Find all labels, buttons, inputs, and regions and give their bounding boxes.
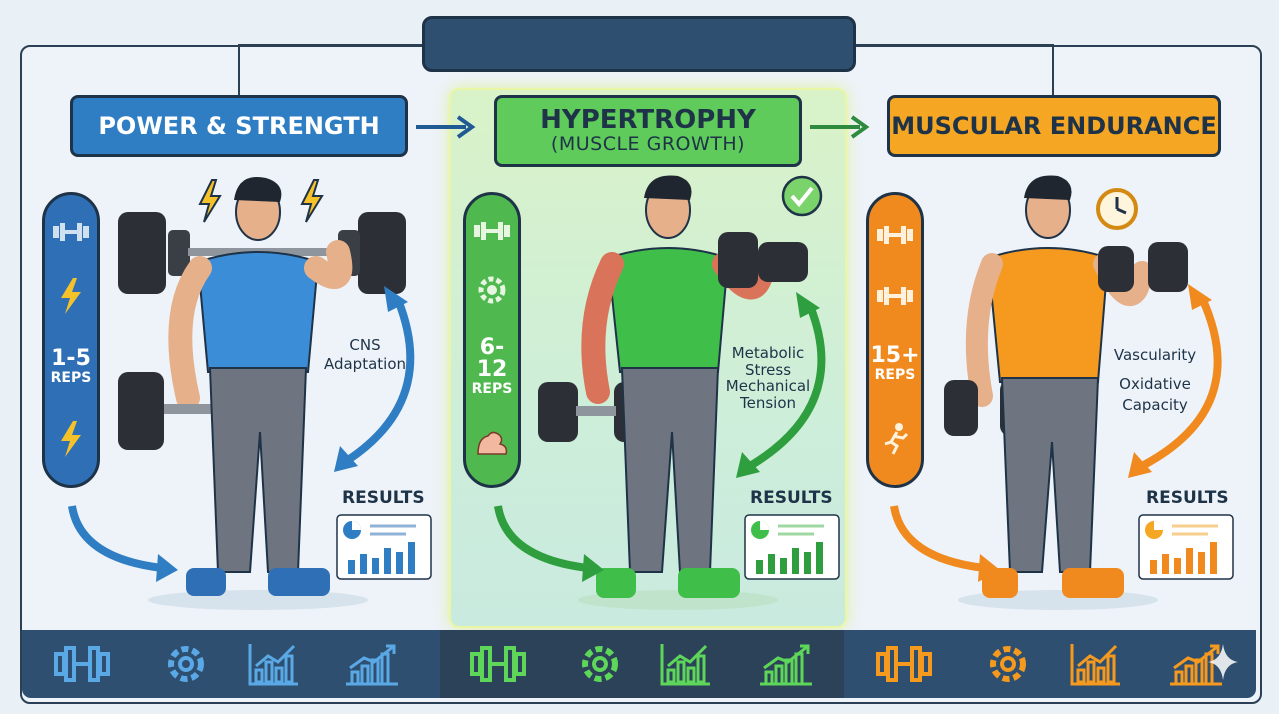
annotation-hypertrophy-line1: Metabolic bbox=[731, 344, 805, 362]
bar-chart-icon bbox=[1070, 644, 1120, 686]
clock-icon bbox=[1096, 188, 1138, 230]
annotation-endurance: Vascularity Oxidative Capacity bbox=[1100, 345, 1210, 416]
header-muscular-endurance: MUSCULAR ENDURANCE bbox=[887, 95, 1221, 157]
running-person-icon bbox=[884, 422, 909, 455]
gear-icon bbox=[582, 646, 618, 682]
header-hypertrophy: HYPERTROPHY (MUSCLE GROWTH) bbox=[494, 95, 802, 167]
results-chart-icon bbox=[744, 514, 840, 580]
header-power-strength: POWER & STRENGTH bbox=[70, 95, 408, 157]
gear-icon bbox=[478, 276, 506, 304]
bar-chart-icon bbox=[248, 644, 298, 686]
bar-chart-icon bbox=[660, 644, 710, 686]
lightning-icon bbox=[61, 277, 81, 314]
annotation-power-line1: CNS bbox=[349, 336, 381, 354]
reps-label-hypertrophy: REPS bbox=[471, 381, 513, 398]
trend-chart-icon bbox=[346, 644, 398, 686]
dumbbell-icon bbox=[876, 646, 932, 682]
results-label-power: RESULTS bbox=[342, 488, 425, 508]
header-power-title: POWER & STRENGTH bbox=[98, 112, 380, 140]
annotation-endurance-line3: Capacity bbox=[1122, 396, 1188, 414]
dumbbell-icon bbox=[470, 646, 526, 682]
results-chart-icon bbox=[336, 514, 432, 580]
annotation-hypertrophy-line3: Mechanical bbox=[725, 377, 811, 395]
arrow-right-icon bbox=[416, 115, 476, 139]
reps-range-power: 1-5 bbox=[51, 346, 91, 372]
curved-arrow-endurance-cycle bbox=[1128, 284, 1222, 478]
reps-range-endurance: 15+ bbox=[870, 343, 920, 369]
annotation-endurance-line2: Oxidative bbox=[1119, 375, 1191, 393]
checkmark-icon bbox=[781, 175, 823, 217]
reps-range-hypertrophy: 6-12 bbox=[476, 335, 508, 383]
top-title-banner bbox=[422, 16, 856, 72]
trend-chart-icon bbox=[760, 644, 812, 686]
results-label-hypertrophy: RESULTS bbox=[750, 488, 833, 508]
trend-chart-icon bbox=[1170, 644, 1222, 686]
gear-icon bbox=[168, 646, 204, 682]
curved-arrow-endurance-bottom bbox=[890, 505, 1000, 582]
arrow-right-icon bbox=[810, 115, 870, 139]
annotation-endurance-line1: Vascularity bbox=[1113, 346, 1197, 364]
annotation-power-line2: Adaptation bbox=[323, 354, 407, 373]
figure-power-lifter bbox=[118, 176, 406, 610]
header-endurance-title: MUSCULAR ENDURANCE bbox=[891, 112, 1217, 140]
annotation-hypertrophy-line2: Stress bbox=[744, 360, 792, 379]
annotation-hypertrophy: Metabolic Stress Mechanical Tension bbox=[718, 345, 818, 411]
dumbbell-icon bbox=[877, 286, 913, 305]
reps-pill-power: 1-5 REPS bbox=[42, 192, 100, 488]
lightning-icon bbox=[61, 420, 81, 457]
reps-pill-endurance: 15+ REPS bbox=[866, 192, 924, 488]
dumbbell-icon bbox=[54, 646, 110, 682]
results-chart-icon bbox=[1138, 514, 1234, 580]
gear-icon bbox=[990, 646, 1026, 682]
lightning-icon bbox=[198, 179, 222, 223]
sparkle-icon bbox=[1208, 644, 1238, 680]
curved-arrow-power-bottom bbox=[68, 505, 178, 582]
dumbbell-icon bbox=[877, 226, 913, 245]
reps-label-endurance: REPS bbox=[874, 367, 916, 384]
figure-endurance-lifter bbox=[944, 175, 1188, 610]
lightning-icon bbox=[300, 179, 324, 223]
reps-pill-hypertrophy: 6-12 REPS bbox=[463, 192, 521, 488]
reps-label-power: REPS bbox=[50, 370, 92, 387]
annotation-hypertrophy-line4: Tension bbox=[739, 393, 796, 412]
results-label-endurance: RESULTS bbox=[1146, 488, 1229, 508]
header-hypertrophy-subtitle: (MUSCLE GROWTH) bbox=[550, 132, 746, 155]
flexed-bicep-icon bbox=[477, 431, 508, 455]
figure-hypertrophy-lifter bbox=[538, 175, 808, 610]
curved-arrow-hypertrophy-cycle bbox=[736, 292, 826, 478]
annotation-power: CNS Adaptation bbox=[310, 336, 420, 374]
curved-arrow-hypertrophy-bottom bbox=[494, 505, 604, 582]
header-hypertrophy-title: HYPERTROPHY bbox=[540, 105, 756, 136]
curved-arrow-power-cycle bbox=[334, 286, 415, 472]
dumbbell-icon bbox=[53, 223, 89, 242]
connector-right bbox=[856, 44, 1054, 96]
connector-left bbox=[238, 44, 426, 96]
dumbbell-icon bbox=[474, 222, 510, 241]
